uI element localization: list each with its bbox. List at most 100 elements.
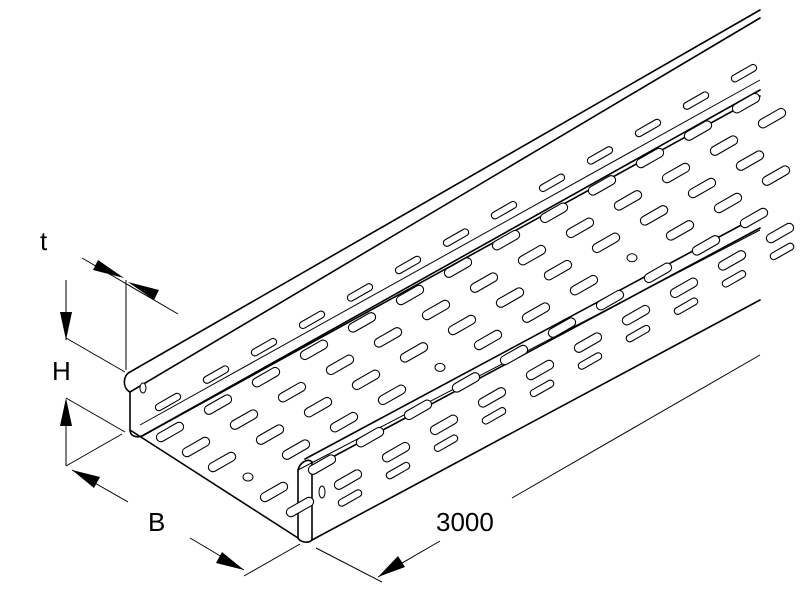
base-slot	[691, 235, 721, 256]
right-wall-slot	[337, 489, 363, 507]
base-slot	[587, 175, 617, 196]
right-wall-slot	[769, 242, 795, 261]
left-wall-perforations	[154, 63, 758, 412]
dimension-length: 3000	[315, 354, 761, 583]
thickness-arrow-upper	[93, 260, 124, 278]
base-slot	[381, 441, 411, 463]
left-wall-slot	[298, 310, 326, 330]
base-slot	[765, 222, 795, 244]
base-slot	[739, 207, 769, 229]
left-wall-end-hole	[139, 382, 147, 394]
base-slot	[595, 289, 625, 311]
base-slot	[429, 414, 459, 436]
base-slot	[443, 257, 473, 278]
end-holes	[139, 382, 326, 499]
width-extension-left	[65, 433, 123, 467]
left-wall-top-edge	[129, 9, 761, 373]
base-slot	[757, 107, 787, 129]
base-slot	[591, 232, 621, 254]
base-slot	[713, 192, 743, 214]
base-slot	[229, 409, 259, 430]
left-wall-slot	[442, 228, 470, 247]
base-hole	[434, 362, 446, 372]
width-arrow-right	[216, 552, 244, 570]
right-wall-perforations	[337, 242, 795, 507]
right-wall-bottom-roll	[297, 537, 313, 543]
base-slot	[251, 366, 281, 388]
base-slot	[299, 339, 329, 361]
right-wall-slot	[721, 270, 747, 288]
left-wall-slot	[682, 91, 710, 110]
base-slot	[303, 396, 333, 418]
right-wall-slot	[625, 324, 651, 343]
base-slot	[325, 354, 355, 376]
tray-body	[123, 9, 761, 543]
length-label: 3000	[436, 507, 494, 537]
right-wall-slot	[433, 434, 459, 452]
left-wall-slot	[154, 392, 182, 412]
left-wall-top-lip	[123, 17, 761, 393]
base-slot	[643, 262, 673, 284]
width-arrow-left	[72, 470, 100, 488]
base-slot	[451, 372, 481, 393]
base-slot	[683, 120, 713, 141]
height-extension-bottom	[65, 397, 126, 433]
base-slot	[661, 162, 691, 184]
base-front-edge	[129, 429, 299, 539]
left-wall-slot	[202, 365, 230, 384]
base-slot	[613, 190, 643, 211]
thickness-arrow-lower	[128, 282, 159, 300]
left-wall-inner-line	[139, 79, 761, 426]
base-slot	[521, 302, 551, 323]
base-slot	[573, 332, 603, 353]
base-slot	[333, 469, 363, 490]
base-slot	[565, 217, 595, 239]
base-slot	[473, 329, 503, 351]
base-slot	[469, 272, 499, 293]
base-slot	[525, 359, 555, 381]
left-wall-slot	[730, 63, 758, 83]
base-slot	[329, 411, 359, 433]
length-extension-front	[315, 547, 383, 583]
base-slot	[373, 327, 403, 348]
right-wall-top-edge	[304, 214, 761, 460]
base-slot	[181, 436, 211, 458]
base-slot	[285, 496, 315, 518]
base-slot	[621, 304, 651, 326]
base-slot	[395, 284, 425, 306]
base-slot	[307, 454, 337, 475]
base-slot	[717, 250, 747, 271]
left-wall-slot	[394, 255, 422, 275]
base-slot	[277, 381, 307, 403]
left-wall-slot	[346, 283, 374, 302]
base-slot	[687, 177, 717, 199]
base-slot	[477, 387, 507, 408]
base-slot	[547, 317, 577, 338]
length-arrow-front	[378, 556, 405, 577]
base-slot	[281, 439, 311, 460]
left-wall-slot	[490, 200, 518, 220]
height-extension-top	[65, 337, 126, 373]
base-slot	[351, 369, 381, 391]
width-label: B	[148, 507, 165, 537]
base-slot	[207, 451, 237, 473]
height-arrow-bottom	[60, 398, 72, 426]
dimension-width: B	[65, 433, 301, 577]
base-slot	[403, 399, 433, 421]
right-wall-slot	[481, 407, 507, 425]
base-slot	[377, 384, 407, 406]
base-slot	[255, 424, 285, 445]
right-wall-bottom-edge	[311, 299, 761, 541]
base-slot	[355, 426, 385, 448]
base-slot	[761, 165, 791, 186]
right-wall-slot	[577, 352, 603, 370]
base-perforations	[155, 92, 795, 518]
left-wall-slot	[634, 118, 662, 138]
base-slot	[709, 135, 739, 156]
thickness-label: t	[40, 226, 48, 256]
height-arrow-top	[60, 312, 72, 340]
right-wall-top-edge-2	[311, 227, 761, 469]
dimension-thickness: t	[40, 226, 179, 370]
